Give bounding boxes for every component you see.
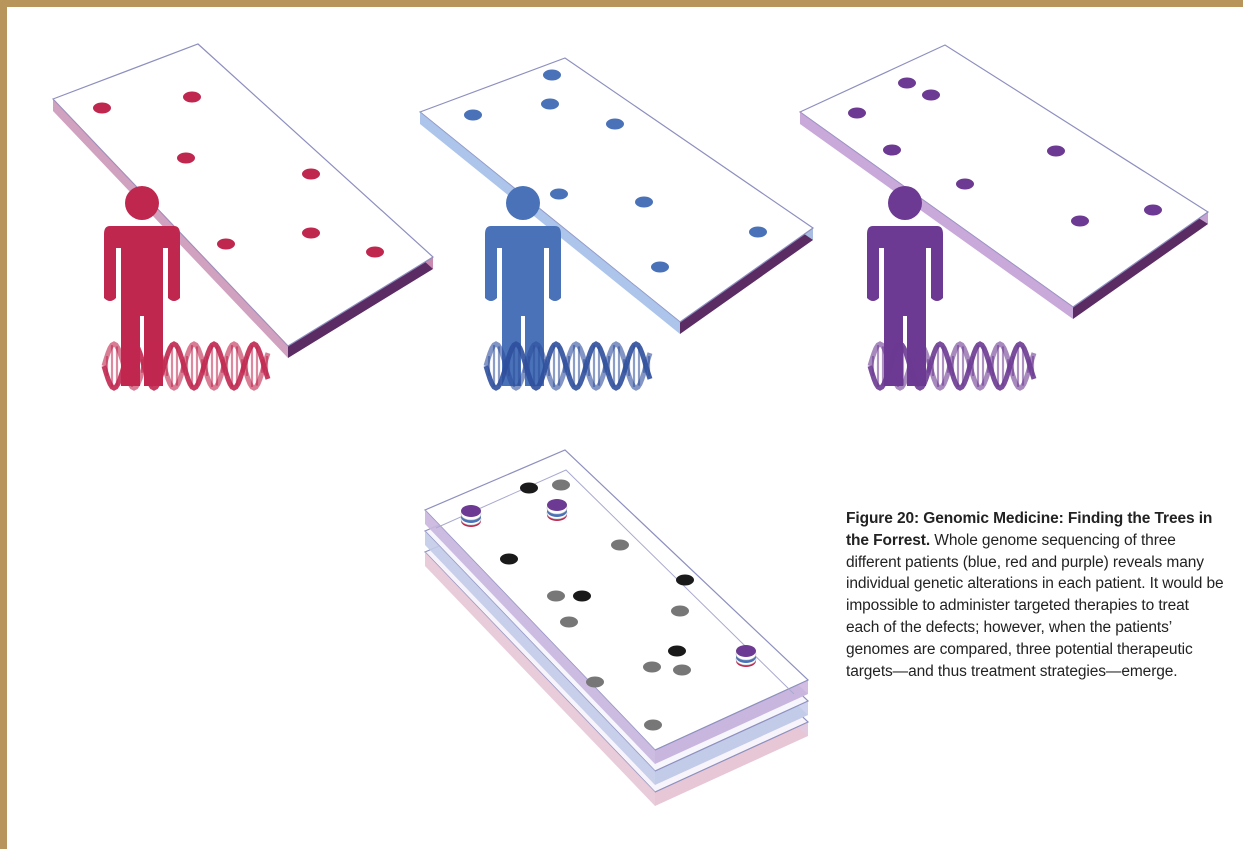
variant-dot-red (217, 238, 235, 250)
variant-dot-blue (464, 109, 482, 121)
variant-dot-unique (586, 676, 604, 688)
dna-helix-icon (483, 341, 653, 391)
variant-dot-unique (671, 605, 689, 617)
patient-icon (485, 186, 561, 386)
variant-dot-red (177, 152, 195, 164)
genome-slab (798, 44, 1210, 319)
variant-dot-red (93, 102, 111, 114)
figure-caption: Figure 20: Genomic Medicine: Finding the… (846, 508, 1226, 682)
variant-dot-unique (673, 664, 691, 676)
genome-slab (418, 57, 815, 334)
variant-dot-blue (606, 118, 624, 130)
stacked-target-icon (460, 505, 482, 527)
variant-dot-purple (956, 178, 974, 190)
variant-dot-blue (543, 69, 561, 81)
caption-body: Whole genome sequencing of three differe… (846, 531, 1224, 680)
variant-dot-red (302, 227, 320, 239)
caption-title: Figure 20: Genomic Medicine: Finding the… (846, 510, 1213, 549)
panel-purple-patient (798, 44, 1210, 391)
combined-genome-stack (423, 449, 810, 806)
variant-dot-purple (1071, 215, 1089, 227)
variant-dot-unique (644, 719, 662, 731)
variant-dot-blue (550, 188, 568, 200)
variant-dot-blue (635, 196, 653, 208)
frame-left-border (0, 0, 7, 849)
genome-slab (51, 43, 434, 358)
variant-dot-blue (651, 261, 669, 273)
variant-dot-unique (676, 574, 694, 586)
variant-dot-blue (749, 226, 767, 238)
variant-dot-purple (922, 89, 940, 101)
variant-dot-unique (500, 553, 518, 565)
panel-blue-patient (418, 57, 815, 391)
panel-red-patient (51, 43, 434, 391)
variant-dot-purple (898, 77, 916, 89)
patient-icon (104, 186, 180, 386)
variant-dot-purple (848, 107, 866, 119)
variant-dot-unique (520, 482, 538, 494)
stacked-target-icon (735, 645, 757, 667)
variant-dot-unique (547, 590, 565, 602)
variant-dot-unique (560, 616, 578, 628)
variant-dot-red (366, 246, 384, 258)
variant-dot-purple (1144, 204, 1162, 216)
variant-dot-unique (573, 590, 591, 602)
stacked-target-icon (546, 499, 568, 521)
frame-top-border (0, 0, 1243, 7)
variant-dot-purple (883, 144, 901, 156)
variant-dot-unique (552, 479, 570, 491)
dna-helix-icon (867, 341, 1037, 391)
variant-dot-unique (611, 539, 629, 551)
patient-panels (51, 43, 1210, 391)
genome-slab (423, 449, 810, 764)
variant-dot-purple (1047, 145, 1065, 157)
variant-dot-unique (668, 645, 686, 657)
variant-dot-blue (541, 98, 559, 110)
variant-dot-red (183, 91, 201, 103)
variant-dot-unique (643, 661, 661, 673)
dna-helix-icon (101, 341, 271, 391)
variant-dot-red (302, 168, 320, 180)
